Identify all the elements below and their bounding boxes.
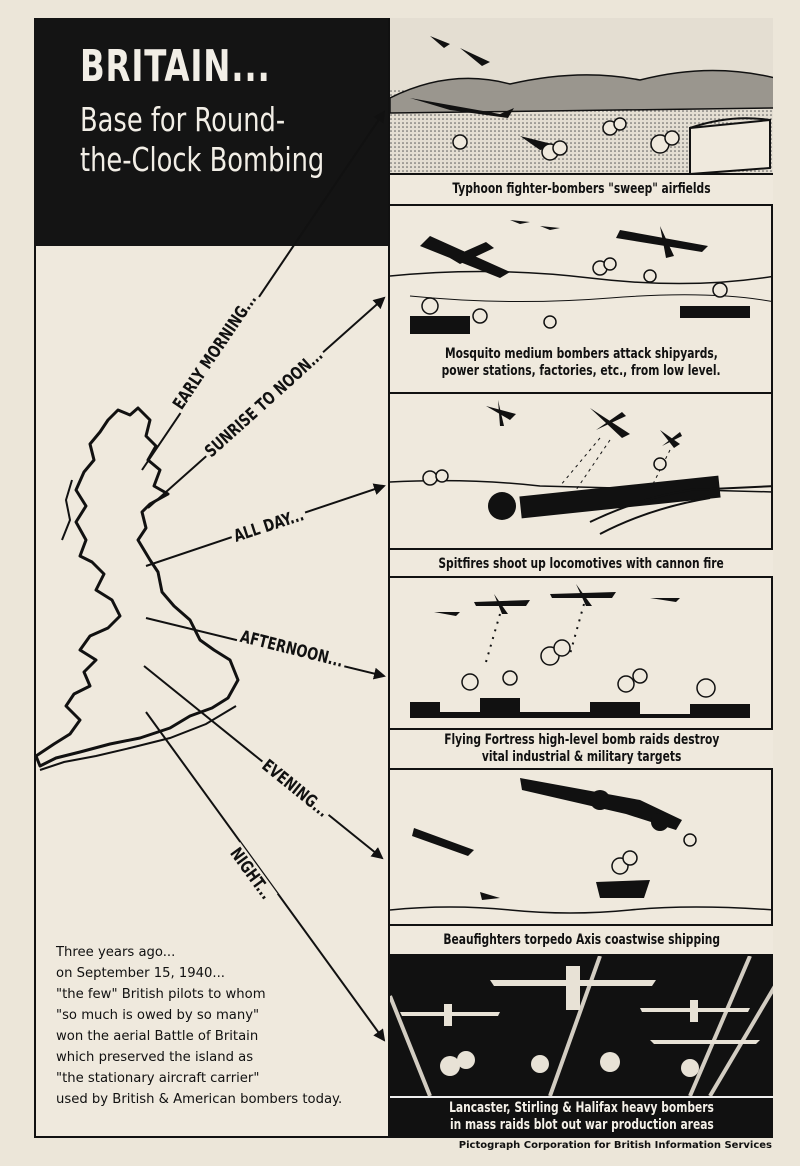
spitfires-illustration (390, 400, 773, 535)
subtitle-line-1: Base for Round- (80, 100, 286, 140)
poster-title: BRITAIN... (80, 41, 271, 92)
note-line: "the stationary aircraft carrier" (56, 1071, 260, 1086)
caption-line: Typhoon fighter-bombers "sweep" airfield… (452, 181, 711, 197)
panel-beaufighters: Beaufighters torpedo Axis coastwise ship… (388, 770, 773, 956)
panel-mosquito: Mosquito medium bombers attack shipyards… (388, 206, 773, 394)
panel-heavy-bombers: Lancaster, Stirling & Halifax heavy bomb… (388, 956, 773, 1138)
note-line: used by British & American bombers today… (56, 1092, 343, 1107)
caption-line: power stations, factories, etc., from lo… (442, 363, 721, 379)
caption-flying-fortress: Flying Fortress high-level bomb raids de… (390, 728, 773, 768)
poster-subtitle: Base for Round- the-Clock Bombing (80, 100, 325, 181)
caption-mosquito: Mosquito medium bombers attack shipyards… (390, 346, 773, 380)
beaufighters-illustration (390, 778, 773, 914)
caption-line: Mosquito medium bombers attack shipyards… (445, 346, 718, 362)
caption-line: in mass raids blot out war production ar… (449, 1117, 714, 1133)
credit-line: Pictograph Corporation for British Infor… (458, 1140, 772, 1151)
caption-typhoon: Typhoon fighter-bombers "sweep" airfield… (390, 173, 773, 204)
subtitle-line-2: the-Clock Bombing (80, 140, 325, 180)
britain-outline (34, 406, 240, 768)
panel-spitfires: Spitfires shoot up locomotives with cann… (388, 394, 773, 578)
title-block: BRITAIN... Base for Round- the-Clock Bom… (34, 18, 388, 246)
note-line: won the aerial Battle of Britain (56, 1029, 259, 1044)
caption-line: vital industrial & military targets (481, 749, 682, 765)
note-line: which preserved the island as (56, 1050, 254, 1065)
note-line: on September 15, 1940... (56, 966, 226, 981)
note-line: Three years ago... (56, 945, 176, 960)
panel-typhoon: Typhoon fighter-bombers "sweep" airfield… (388, 18, 773, 206)
panel-flying-fortress: Flying Fortress high-level bomb raids de… (388, 578, 773, 770)
caption-line: Lancaster, Stirling & Halifax heavy bomb… (449, 1100, 714, 1116)
mosquito-illustration (390, 220, 773, 334)
battle-of-britain-note: Three years ago... on September 15, 1940… (56, 942, 342, 1110)
flying-fortress-illustration (410, 584, 750, 718)
note-line: "the few" British pilots to whom (56, 987, 266, 1002)
heavy-bombers-illustration (390, 956, 773, 1098)
caption-beaufighters: Beaufighters torpedo Axis coastwise ship… (390, 924, 773, 954)
typhoon-illustration (390, 36, 773, 188)
caption-line: Spitfires shoot up locomotives with cann… (438, 556, 725, 572)
note-line: "so much is owed by so many" (56, 1008, 260, 1023)
caption-heavy-bombers: Lancaster, Stirling & Halifax heavy bomb… (390, 1096, 773, 1136)
caption-line: Flying Fortress high-level bomb raids de… (443, 732, 720, 748)
caption-line: Beaufighters torpedo Axis coastwise ship… (443, 932, 720, 948)
caption-spitfires: Spitfires shoot up locomotives with cann… (390, 548, 773, 576)
